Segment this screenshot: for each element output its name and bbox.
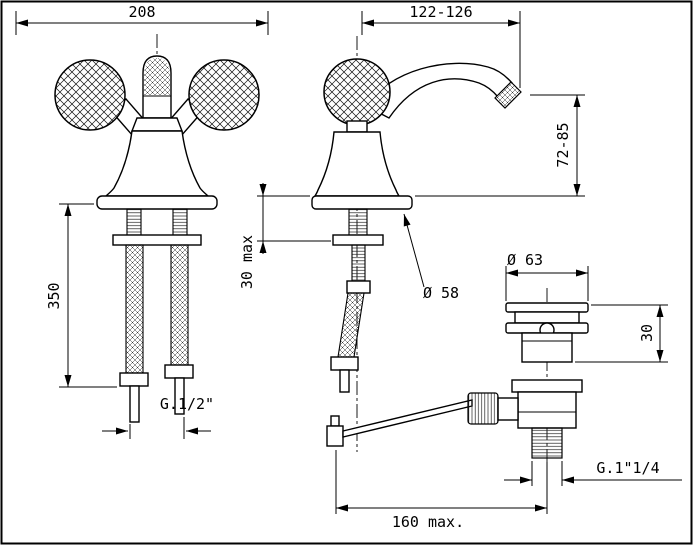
mounting-stud-left xyxy=(126,208,142,236)
dim-label-max-deck: 30 max xyxy=(238,235,256,289)
clamping-plate-side xyxy=(332,234,384,246)
waste-tailpiece xyxy=(531,427,563,459)
dim-overall-width: 208 xyxy=(15,3,269,35)
waste-neck xyxy=(521,332,573,363)
hose-nut-left xyxy=(119,372,149,387)
crystal-knob-left xyxy=(54,59,126,131)
dim-waste-dia: Ø 63 xyxy=(505,251,589,301)
shank-nut xyxy=(346,280,371,294)
dim-label-overall-width: 208 xyxy=(128,3,155,21)
dim-label-waste-height: 30 xyxy=(638,324,656,342)
dim-waste-height: 30 xyxy=(575,304,668,363)
waste-flange-top xyxy=(505,302,589,313)
dim-label-rod-length: 160 max. xyxy=(392,513,464,531)
dim-label-spout-reach: 122-126 xyxy=(409,3,472,21)
waste-body xyxy=(517,391,577,429)
mounting-stud-side xyxy=(348,208,368,236)
side-view xyxy=(311,36,522,452)
spout-front-hatch xyxy=(144,58,170,95)
hose-tail-right xyxy=(174,377,185,415)
hose-tail-left xyxy=(129,385,140,423)
dimensions: 208 122-126 72-85 350 30 max xyxy=(15,3,682,531)
knob-neck xyxy=(346,120,368,133)
clamping-plate-front xyxy=(112,234,202,246)
dim-label-spout-height: 72-85 xyxy=(554,122,572,167)
dim-label-waste-thread: G.1"1/4 xyxy=(596,459,659,477)
rod-inlet xyxy=(497,397,519,421)
hose-nut-right xyxy=(164,364,194,379)
dim-rod-length: 160 max. xyxy=(335,450,548,531)
dim-base-dia: Ø 58 xyxy=(403,213,459,302)
dim-supply-thread: G.1/2" xyxy=(102,395,214,439)
aerator xyxy=(494,81,522,109)
crystal-knob-right xyxy=(188,59,260,131)
dim-spout-height: 72-85 xyxy=(415,94,585,197)
spout-collar xyxy=(130,117,184,132)
dim-spout-reach: 122-126 xyxy=(361,3,521,88)
hose-tail-side xyxy=(339,369,350,393)
dim-label-supply-length: 350 xyxy=(45,282,63,309)
dim-waste-thread: G.1"1/4 xyxy=(504,459,682,486)
mounting-stud-right xyxy=(172,208,188,236)
knurled-gland-nut xyxy=(467,392,499,425)
base-plate-side xyxy=(311,195,413,210)
threaded-shank xyxy=(351,244,366,282)
rod-adjust-screw xyxy=(330,415,340,427)
rod-clevis xyxy=(326,425,344,447)
hose-nut-side xyxy=(330,356,359,371)
dim-supply-length: 350 xyxy=(45,203,117,388)
base-plate-front xyxy=(96,195,218,210)
dim-label-supply-thread: G.1/2" xyxy=(160,395,214,413)
waste-view xyxy=(467,288,589,470)
front-view xyxy=(54,34,260,423)
dim-label-waste-dia: Ø 63 xyxy=(507,251,543,269)
leader-line xyxy=(403,213,425,288)
flex-hose-right xyxy=(170,244,189,366)
dim-label-base-dia: Ø 58 xyxy=(423,284,459,302)
crystal-knob-side xyxy=(323,58,391,126)
waste-shoulder xyxy=(511,379,583,393)
waste-flange-waist xyxy=(514,311,580,324)
dim-max-deck: 30 max xyxy=(238,183,331,289)
flex-hose-left xyxy=(125,244,144,374)
